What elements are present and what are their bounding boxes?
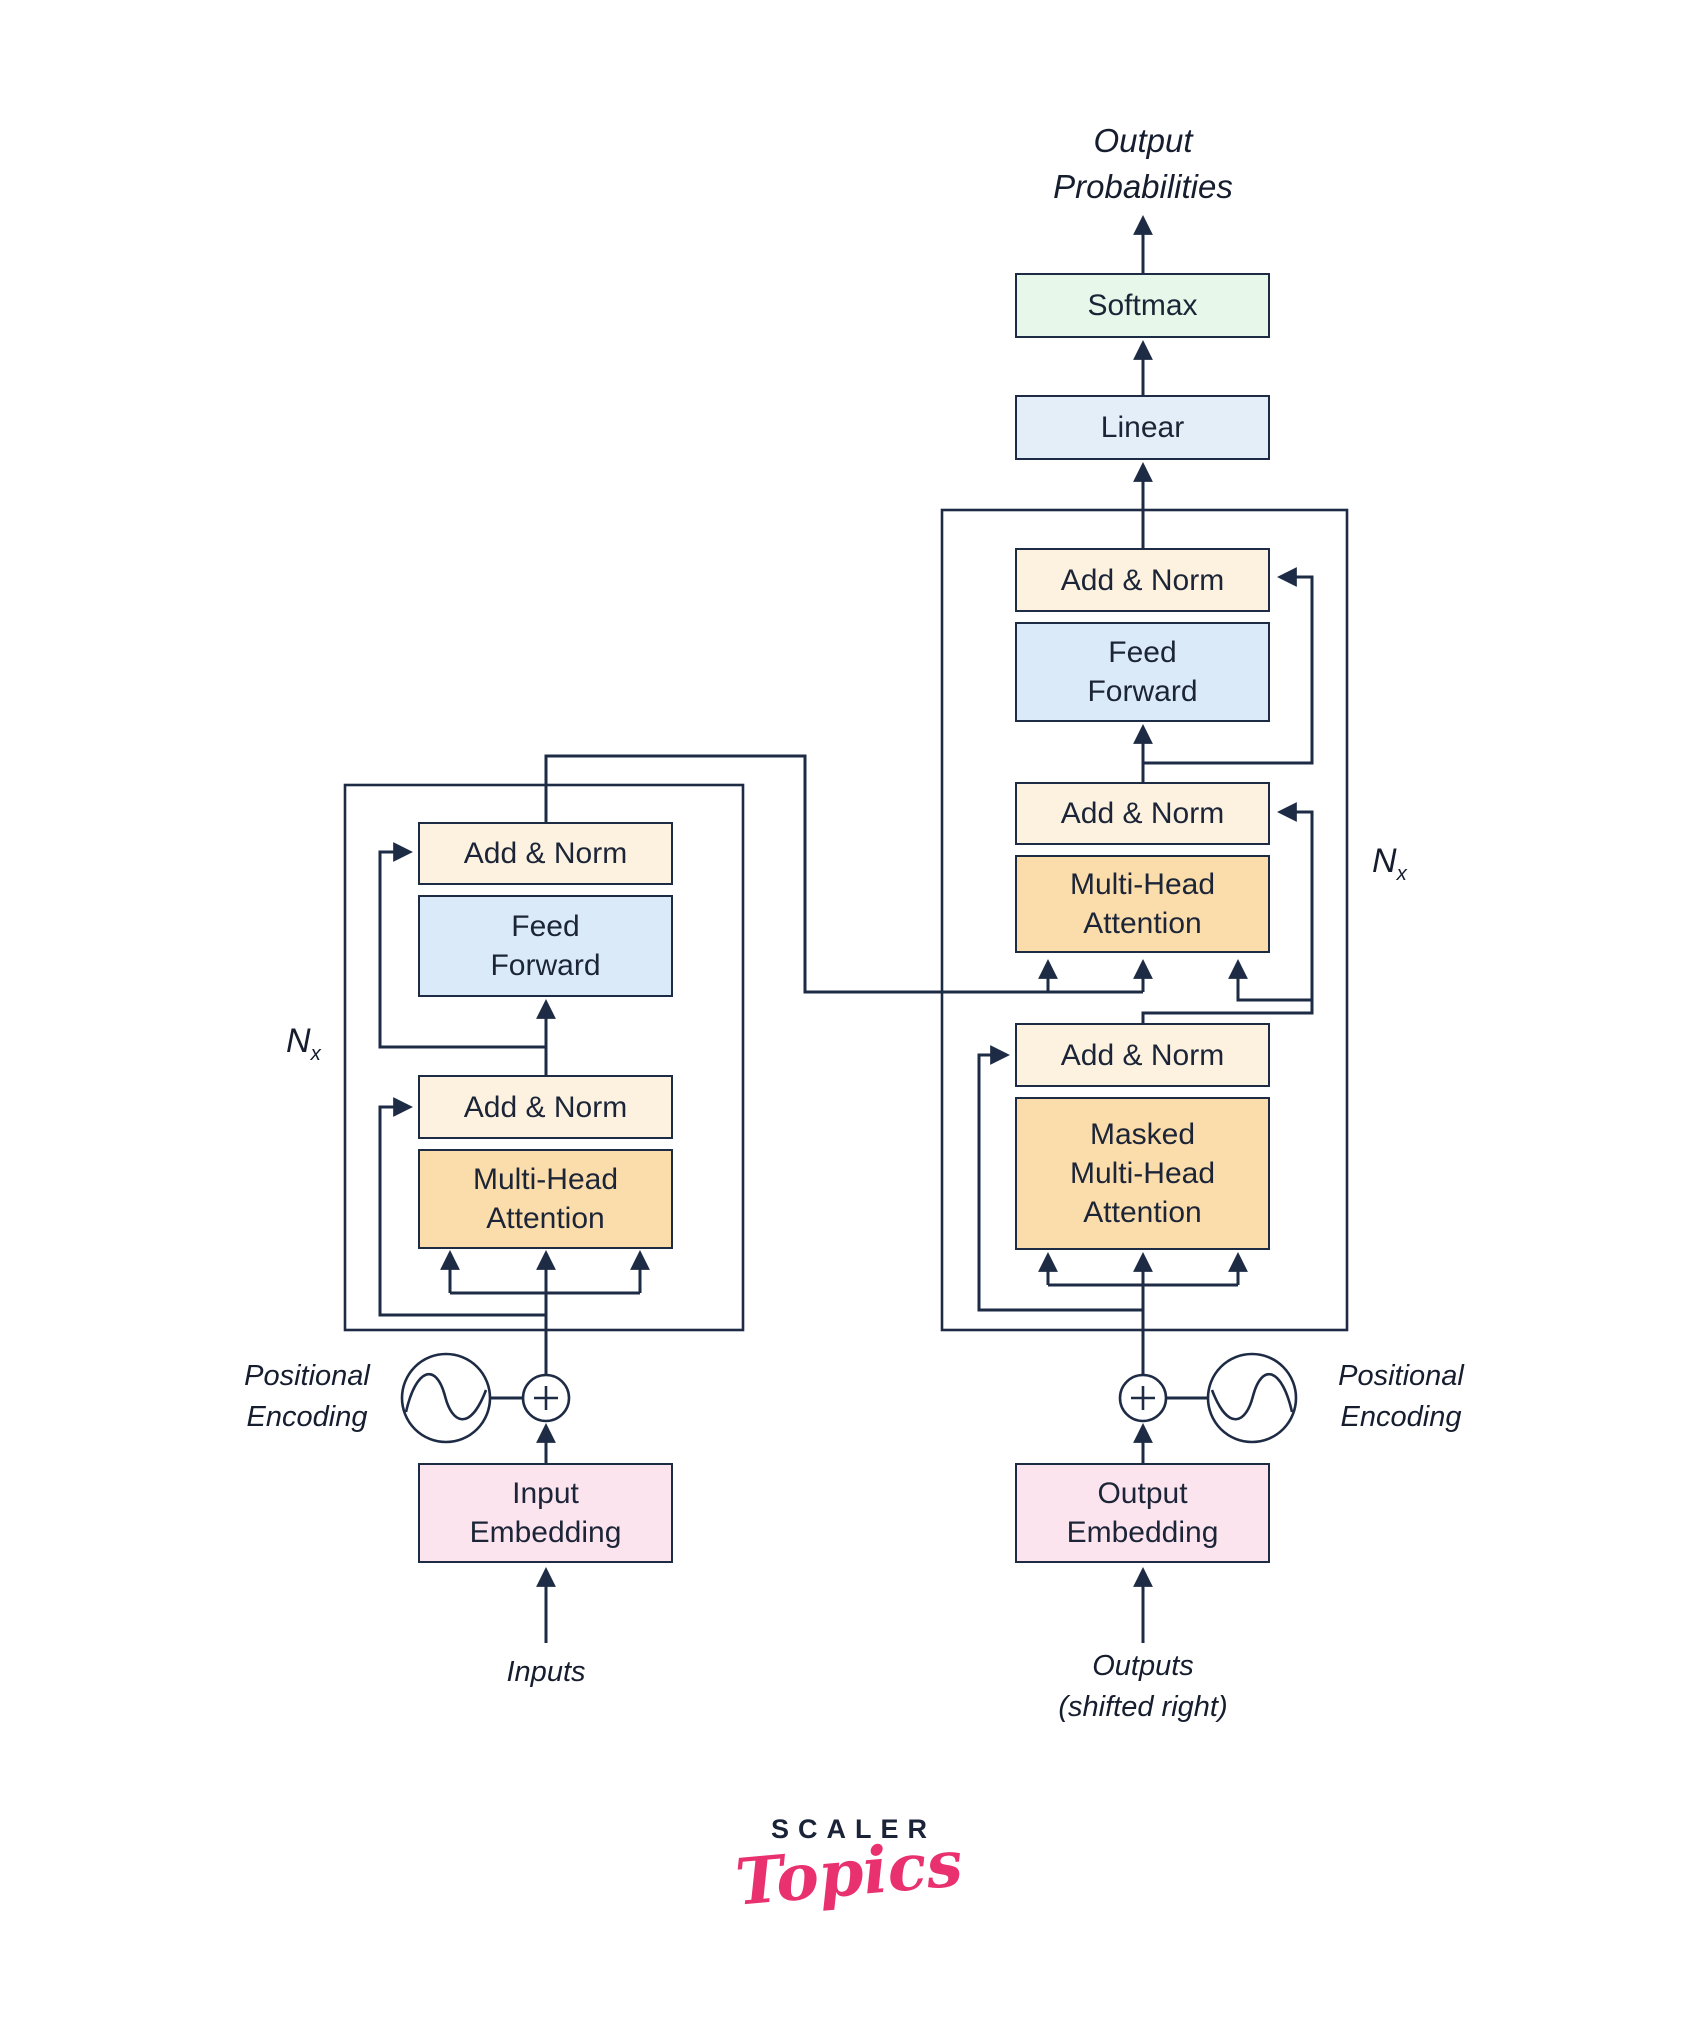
- input-embedding-box: Input Embedding: [418, 1463, 673, 1563]
- linear-box: Linear: [1015, 395, 1270, 460]
- n-subscript: x: [1396, 862, 1407, 885]
- encoder-feed-forward-box: Feed Forward: [418, 895, 673, 997]
- positional-encoding-left-label: Positional Encoding: [244, 1360, 370, 1433]
- decoder-feed-forward-box: Feed Forward: [1015, 622, 1270, 722]
- decoder-add-norm-low-box: Add & Norm: [1015, 1023, 1270, 1087]
- outputs-label: Outputs (shifted right): [1058, 1650, 1228, 1723]
- encoder-multi-head-attention-box: Multi-Head Attention: [418, 1149, 673, 1249]
- plus-circle-right-icon: [1118, 1373, 1168, 1423]
- logo-scaler: SCALER: [770, 1814, 936, 1844]
- decoder-nx-label: Nx: [1372, 842, 1407, 886]
- positional-encoding-right-icon: [1206, 1352, 1298, 1444]
- encoder-add-norm-low-box: Add & Norm: [418, 1075, 673, 1139]
- decoder-multi-head-attention-box: Multi-Head Attention: [1015, 855, 1270, 953]
- decoder-add-norm-top-box: Add & Norm: [1015, 548, 1270, 612]
- encoder-nx-label: Nx: [286, 1022, 321, 1066]
- softmax-box: Softmax: [1015, 273, 1270, 338]
- decoder-add-norm-mid-box: Add & Norm: [1015, 782, 1270, 845]
- n-subscript: x: [310, 1042, 321, 1065]
- encoder-add-norm-top-box: Add & Norm: [418, 822, 673, 885]
- output-embedding-box: Output Embedding: [1015, 1463, 1270, 1563]
- n-symbol: N: [286, 1022, 311, 1060]
- plus-circle-left-icon: [521, 1373, 571, 1423]
- positional-encoding-right-label: Positional Encoding: [1338, 1360, 1464, 1433]
- inputs-label: Inputs: [506, 1656, 586, 1688]
- n-symbol: N: [1372, 842, 1397, 880]
- output-probabilities-label: Output Probabilities: [1053, 122, 1233, 206]
- decoder-masked-multi-head-attention-box: Masked Multi-Head Attention: [1015, 1097, 1270, 1250]
- positional-encoding-left-icon: [400, 1352, 492, 1444]
